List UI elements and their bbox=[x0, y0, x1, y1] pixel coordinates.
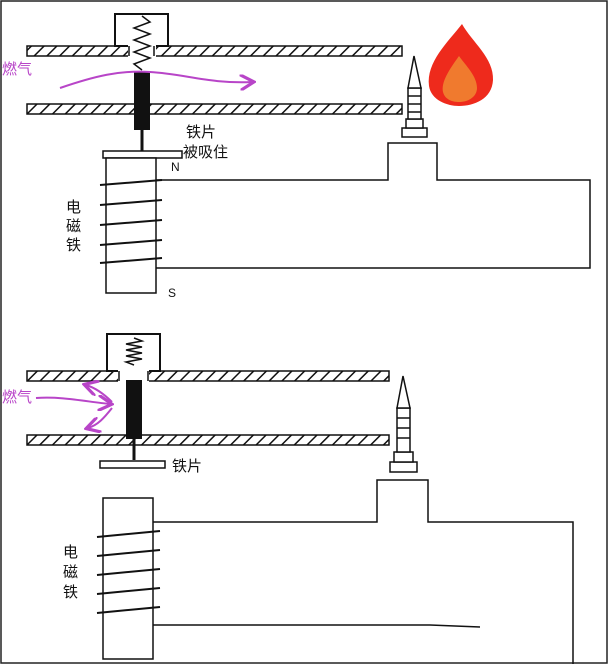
bottom-valve-rod bbox=[126, 380, 142, 439]
top-magnet-label-3: 铁 bbox=[66, 236, 81, 254]
bottom-spring bbox=[123, 337, 145, 366]
bottom-magnet-label-3: 铁 bbox=[63, 583, 78, 601]
bottom-gas-deflect-down bbox=[88, 407, 113, 428]
top-pipe-upper-wall bbox=[26, 45, 403, 57]
flame-icon bbox=[428, 24, 494, 106]
top-spring-housing bbox=[114, 13, 169, 47]
bottom-circuit-wire-lower bbox=[153, 624, 481, 628]
bottom-gas-deflect-up bbox=[86, 385, 113, 403]
top-electromagnet-core bbox=[105, 157, 157, 294]
bottom-thermocouple bbox=[389, 375, 418, 473]
top-magnet-label-2: 磁 bbox=[66, 217, 81, 235]
bottom-magnet-label-2: 磁 bbox=[63, 563, 78, 581]
bottom-gas-flow-arrow bbox=[35, 398, 110, 404]
bottom-magnet-label-1: 电 bbox=[63, 543, 78, 561]
bottom-spring-housing bbox=[106, 333, 161, 372]
top-iron-label: 铁片 bbox=[186, 123, 216, 141]
top-gas-flow-arrow bbox=[59, 70, 252, 88]
bottom-coil bbox=[96, 530, 161, 614]
top-spring bbox=[131, 15, 153, 71]
top-pipe-lower-wall bbox=[26, 103, 403, 115]
top-coil bbox=[99, 179, 163, 264]
top-panel: 燃气 铁片 被吸住 N S 电 磁 铁 bbox=[2, 13, 591, 300]
top-pole-s: S bbox=[168, 286, 176, 300]
bottom-pipe-upper-wall bbox=[26, 370, 390, 382]
top-magnet-label-1: 电 bbox=[66, 198, 81, 216]
top-circuit-wire bbox=[156, 142, 591, 269]
top-iron-plate bbox=[102, 150, 183, 159]
bottom-electromagnet-core bbox=[102, 497, 154, 660]
top-thermocouple bbox=[401, 55, 428, 138]
top-valve-rod bbox=[134, 72, 150, 130]
bottom-pipe-lower-wall bbox=[26, 434, 390, 446]
bottom-iron-label: 铁片 bbox=[172, 457, 202, 475]
bottom-iron-plate bbox=[99, 460, 166, 469]
bottom-panel: 燃气 铁片 电 磁 铁 bbox=[2, 333, 574, 664]
top-gas-label: 燃气 bbox=[2, 60, 32, 78]
top-pole-n: N bbox=[171, 160, 180, 174]
top-iron-attracted-label: 被吸住 bbox=[183, 143, 228, 161]
bottom-gas-label: 燃气 bbox=[2, 388, 32, 406]
bottom-circuit-wire-upper bbox=[153, 479, 574, 664]
